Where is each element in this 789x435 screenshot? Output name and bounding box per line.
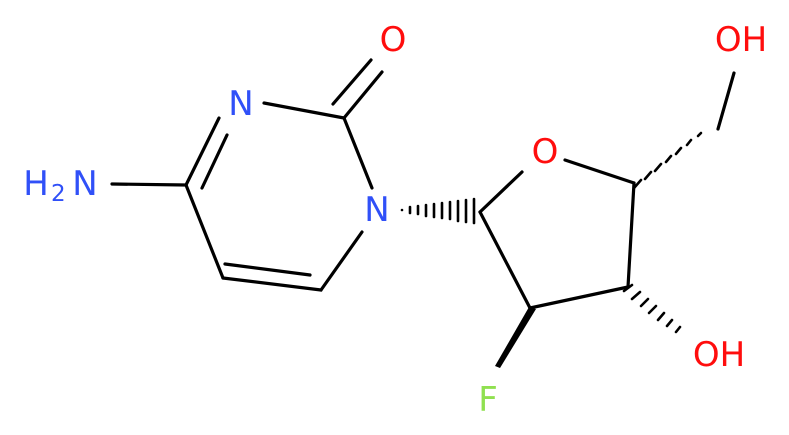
- bond-c2-o-inner: [331, 58, 373, 106]
- bond-c4-n3: [184, 116, 221, 187]
- pyrimidine-ring: [110, 58, 384, 292]
- carbonyl-o-label: O: [380, 20, 407, 60]
- amine-subscript-label: 2: [51, 181, 66, 207]
- hydroxyl-ring-label: OH: [693, 335, 745, 375]
- bond-c1-o: [478, 170, 524, 214]
- bond-c5-c4: [184, 183, 225, 280]
- furanose-ring: [400, 71, 736, 368]
- bond-c3-c2: [528, 285, 630, 310]
- hashed-bond-c3-oh: [622, 283, 682, 334]
- atom-labels: H 2 N N N O O OH OH F: [23, 20, 767, 420]
- bond-n1-c6: [319, 230, 364, 292]
- bond-c6-c5: [221, 276, 323, 292]
- amine-n-label: N: [72, 164, 97, 204]
- bond-c2-n1: [342, 116, 374, 190]
- ring-n3-label: N: [228, 84, 253, 124]
- fluorine-label: F: [478, 380, 498, 420]
- hashed-bond-c4-ch2: [632, 131, 703, 190]
- ring-o-label: O: [532, 132, 559, 172]
- ring-n1-label: N: [364, 190, 389, 230]
- wedge-bond-c2-f: [495, 307, 536, 368]
- bond-c6-c5-inner: [223, 262, 312, 277]
- bond-ch2-oh: [716, 71, 736, 131]
- bond-c4-nh2: [110, 182, 188, 187]
- hashed-bond-n1-c1: [400, 197, 476, 225]
- bond-c2-c1: [478, 210, 532, 310]
- hydroxyl-ch2-label: OH: [715, 20, 767, 60]
- bond-c4-n3-inner: [200, 133, 229, 190]
- amine-h-label: H: [23, 164, 49, 204]
- bond-o-c4: [563, 158, 636, 185]
- bond-n3-c2: [262, 101, 346, 120]
- bond-c4-c3: [626, 181, 636, 289]
- bond-c2-o: [342, 70, 384, 120]
